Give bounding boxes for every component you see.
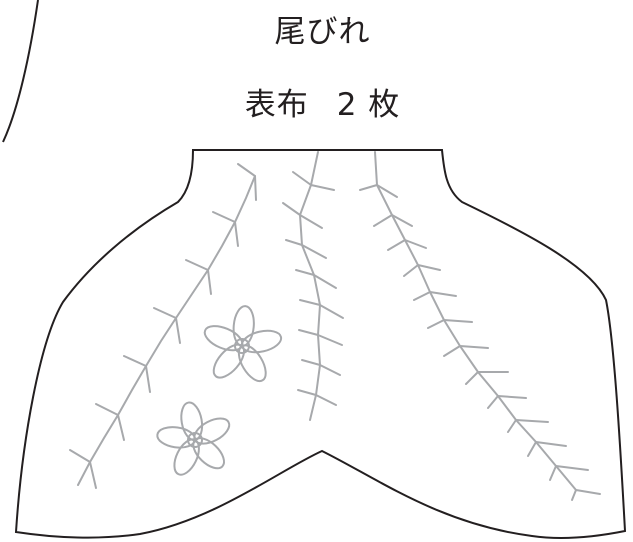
stitch-line-left [69,163,257,489]
flower-icon [156,401,231,476]
neighbor-piece-outline [2,0,39,143]
stitch-line-center [282,151,344,421]
fabric-label: 表布 [244,87,309,123]
stitch-line-right [359,151,601,501]
flower-icon [203,305,283,383]
quantity-label: 2 枚 [336,87,401,123]
tail-fin-outline [14,149,627,540]
pattern-piece-cut-info: 表布 2 枚 [6,79,633,124]
pattern-piece-name: 尾びれ [274,14,371,50]
